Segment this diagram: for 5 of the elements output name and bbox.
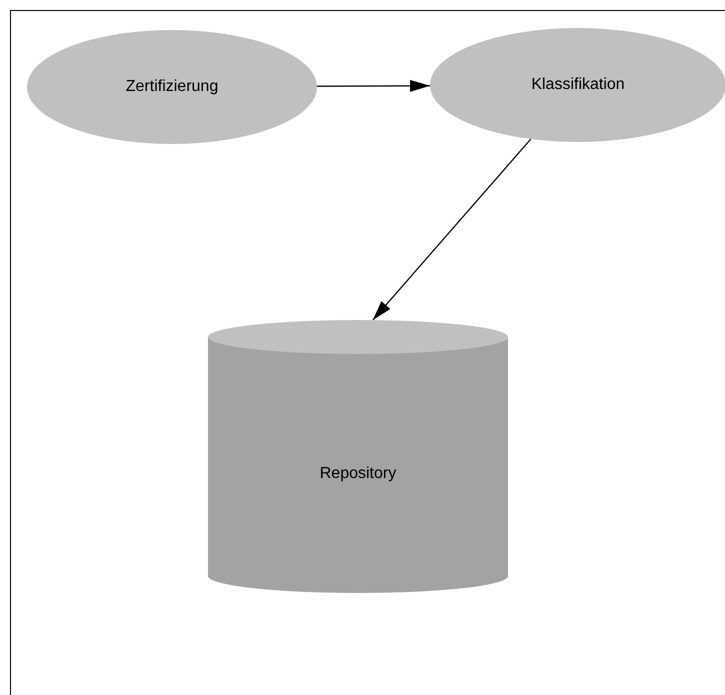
node-label: Zertifizierung (126, 77, 218, 97)
arrow (316, 80, 430, 92)
node-label: Repository (320, 464, 396, 484)
arrow (372, 138, 532, 320)
node-label: Klassifikation (531, 75, 625, 95)
